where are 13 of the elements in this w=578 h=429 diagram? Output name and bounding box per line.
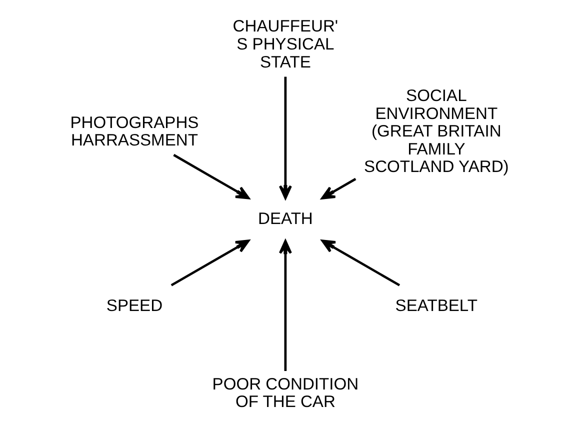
arrow xyxy=(321,177,356,199)
node-text: SEATBELT xyxy=(395,295,478,314)
node-text: CHAUFFEUR'S PHYSICAL STATE xyxy=(232,16,338,71)
arrow xyxy=(173,153,250,199)
node-text: DEATH xyxy=(258,208,313,228)
node-text: POOR CONDITION OF THE CAR xyxy=(212,374,359,411)
node-text: SPEED xyxy=(106,295,163,314)
arrow xyxy=(321,239,400,286)
node-text: PHOTOGRAPHS HARRASSMENT xyxy=(70,112,199,150)
arrow xyxy=(278,76,292,199)
node-text: SOCIAL ENVIRONMENT (GREAT BRITAIN FAMILY SCOTLAND YARD) xyxy=(364,86,509,176)
arrow xyxy=(278,239,292,370)
arrow xyxy=(170,239,250,286)
